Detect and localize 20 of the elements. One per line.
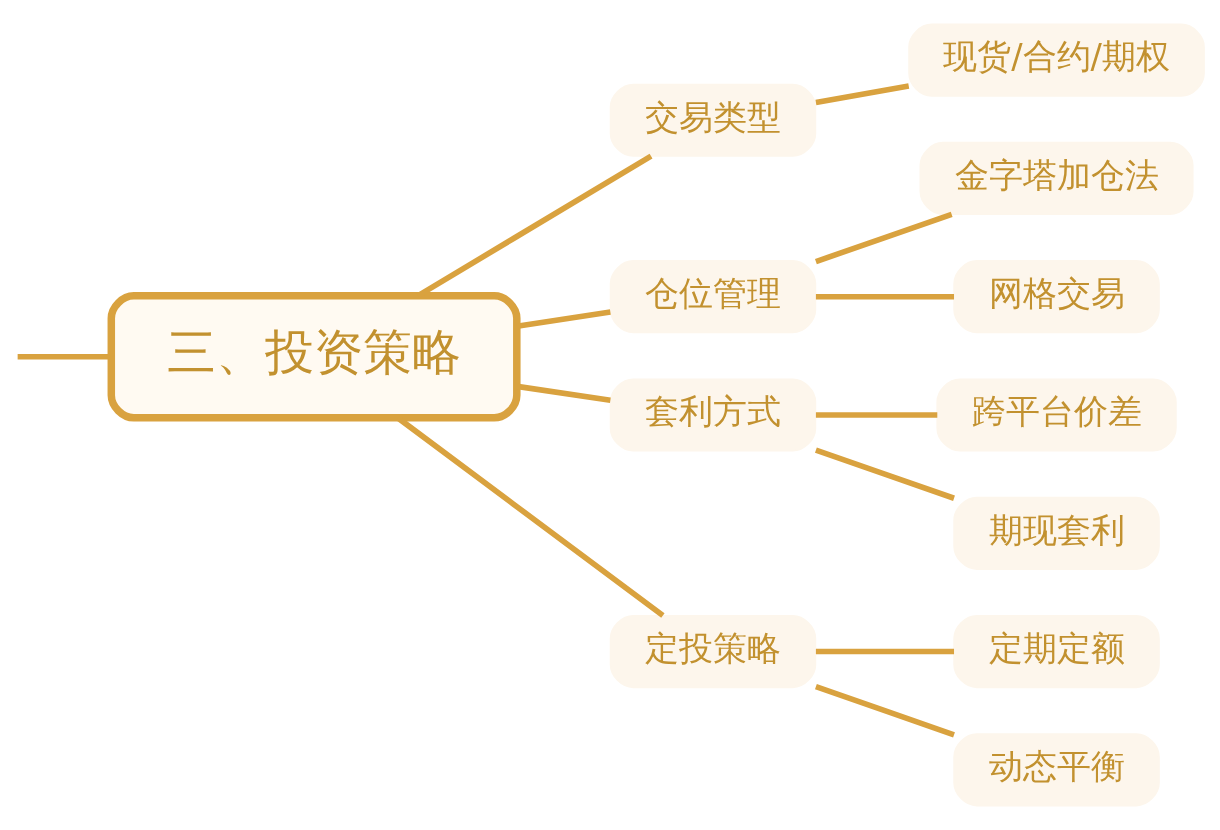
node-box: 套利方式: [609, 378, 817, 452]
node-box: 定投策略: [609, 614, 817, 689]
connector: [815, 83, 910, 106]
node-box: 期现套利: [953, 496, 1160, 570]
connector: [815, 412, 938, 418]
node-box: 金字塔加仓法: [919, 141, 1194, 216]
node-box: 现货/合约/期权: [908, 23, 1205, 97]
node-box: 定期定额: [953, 614, 1160, 689]
connector: [815, 684, 955, 738]
node-box: 跨平台价差: [936, 378, 1177, 452]
node-box: 交易类型: [609, 83, 817, 157]
node-box: 动态平衡: [953, 733, 1160, 807]
connector: [17, 354, 111, 360]
node-box: 仓位管理: [609, 260, 817, 334]
connector: [815, 293, 955, 300]
node-box: 网格交易: [953, 260, 1160, 334]
node-box: 三、投资策略: [107, 292, 521, 422]
connector: [815, 211, 953, 265]
connector: [815, 447, 955, 501]
connector: [815, 648, 955, 655]
